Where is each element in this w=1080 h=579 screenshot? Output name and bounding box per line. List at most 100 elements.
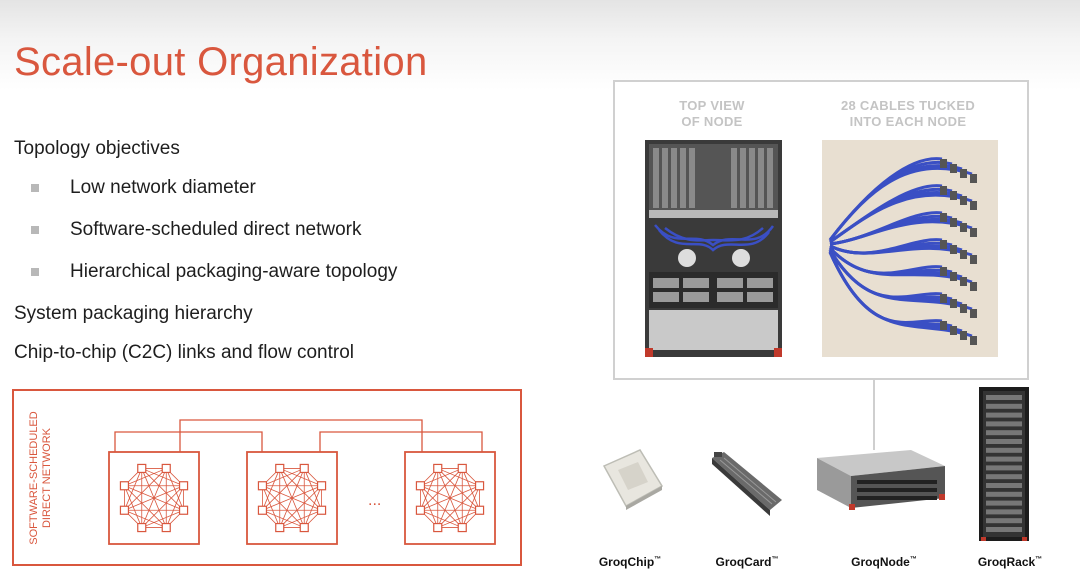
diagram-ellipsis: ... — [368, 492, 381, 509]
product-label-groqchip: GroqChip™ — [598, 555, 662, 569]
cable-plug — [950, 164, 957, 173]
groqchip-image — [602, 449, 664, 510]
chip-port — [275, 522, 285, 533]
rack-slot — [986, 483, 1022, 488]
cable-plug — [960, 196, 967, 205]
rack-slot — [986, 395, 1022, 400]
topic-c2c-links: Chip-to-chip (C2C) links and flow contro… — [14, 342, 355, 363]
chip-link — [165, 485, 184, 528]
chip-link — [141, 468, 184, 511]
cable-plug — [940, 213, 947, 222]
chip-link — [262, 485, 322, 511]
cable-plug — [950, 218, 957, 227]
bullet-square-icon — [31, 268, 39, 276]
chip-port — [161, 463, 171, 474]
rack-slot — [986, 421, 1022, 427]
chip-port — [316, 481, 327, 491]
bullet-square-icon — [31, 184, 39, 192]
rack-slot — [986, 491, 1022, 497]
chip-link — [124, 485, 167, 528]
topic-topology-objectives: Topology objectives — [14, 138, 180, 159]
chip-link — [262, 468, 281, 511]
chip-node-box — [108, 451, 200, 545]
chip-link — [279, 468, 322, 511]
chip-port — [299, 463, 309, 474]
rack-slot — [986, 412, 1022, 418]
cable-plug — [950, 245, 957, 254]
chip-link — [141, 485, 184, 528]
rack-slot — [986, 439, 1022, 444]
cable-plug — [960, 223, 967, 232]
slide-title: Scale-out Organization — [14, 40, 428, 84]
cables-image — [822, 140, 998, 357]
cable-plug — [970, 309, 977, 318]
chip-link — [461, 485, 480, 528]
chip-link — [437, 468, 480, 487]
cable-plug — [940, 294, 947, 303]
chip-link — [437, 485, 480, 528]
cable-plug — [960, 304, 967, 313]
sub-bullet-software-scheduled: Software-scheduled direct network — [70, 219, 362, 240]
cable-plug — [970, 282, 977, 291]
chip-link — [420, 468, 463, 511]
topic-system-packaging: System packaging hierarchy — [14, 303, 253, 324]
cable-plug — [940, 267, 947, 276]
chip-link — [303, 485, 322, 528]
cable-plug — [960, 331, 967, 340]
cable-plug — [950, 191, 957, 200]
chip-port — [178, 505, 189, 515]
rack-slot — [986, 527, 1022, 532]
chip-link — [420, 468, 463, 487]
rack-slot — [986, 430, 1022, 436]
chip-node-box — [404, 451, 496, 545]
chip-port — [433, 463, 443, 474]
chip-port — [257, 481, 268, 491]
cable-plug — [940, 321, 947, 330]
chip-link — [262, 468, 305, 487]
chip-port — [474, 481, 485, 491]
chip-link — [420, 468, 439, 511]
chip-link — [420, 485, 480, 511]
cable-plug — [960, 277, 967, 286]
rack-slot — [986, 474, 1022, 480]
chip-port — [137, 463, 147, 474]
cable-plug — [960, 169, 967, 178]
chip-port — [457, 463, 467, 474]
cable-plug — [940, 240, 947, 249]
cable-plug — [970, 336, 977, 345]
chip-port — [474, 505, 485, 515]
chip-port — [119, 505, 130, 515]
chip-link — [124, 468, 167, 511]
chip-port — [137, 522, 147, 533]
groqnode-image — [817, 450, 945, 510]
groqrack-image — [979, 387, 1029, 541]
rack-slot — [986, 447, 1022, 453]
chip-port — [433, 522, 443, 533]
rack-slot — [986, 403, 1022, 409]
bullet-square-icon — [31, 226, 39, 234]
chip-link — [262, 468, 305, 511]
chip-node-box — [246, 451, 338, 545]
cable-plug — [940, 159, 947, 168]
chip-link — [124, 468, 167, 487]
rack-slot — [986, 465, 1022, 471]
cable-plug — [940, 186, 947, 195]
chip-link — [262, 485, 305, 528]
chip-port — [275, 463, 285, 474]
groqcard-image — [712, 452, 782, 516]
product-label-groqnode: GroqNode™ — [851, 555, 917, 569]
cable-plug — [950, 326, 957, 335]
network-diagram-frame — [12, 389, 522, 566]
product-label-groqrack: GroqRack™ — [977, 555, 1043, 569]
rack-slot — [986, 509, 1022, 515]
chip-port — [415, 505, 426, 515]
rack-slot — [986, 500, 1022, 506]
cable-plug — [950, 272, 957, 281]
chip-link — [141, 468, 184, 487]
connector-line — [873, 380, 875, 450]
chip-port — [178, 481, 189, 491]
chip-port — [161, 522, 171, 533]
chip-link — [279, 468, 322, 487]
